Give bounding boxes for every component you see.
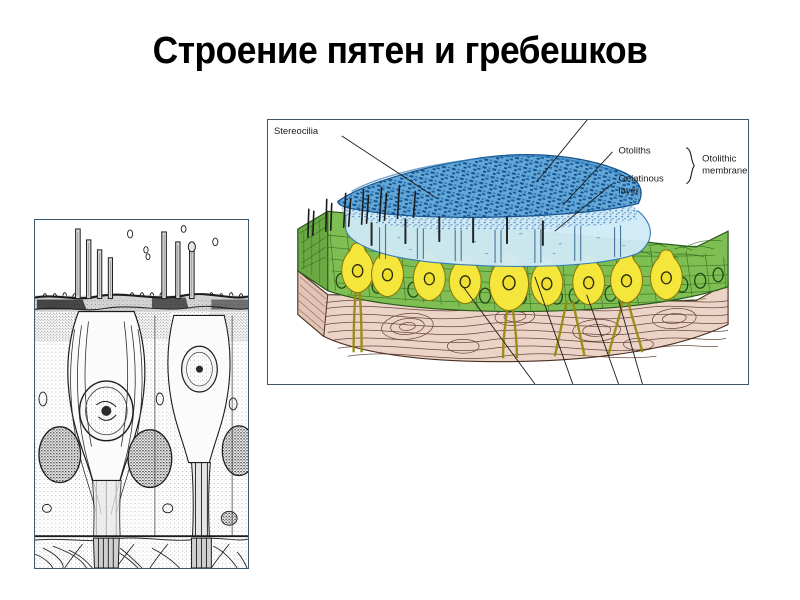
- micrograph-drawing: [35, 220, 248, 568]
- figure-hair-cell-micrograph: [34, 219, 249, 569]
- label-stereocilia: Stereocilia: [274, 126, 319, 137]
- label-otolithic-membrane-line2: membrane: [702, 166, 747, 177]
- label-otoliths: Otoliths: [619, 146, 651, 157]
- stereocilia-bundle-right: [161, 231, 196, 300]
- macula-diagram: Stereocilia Otoliths Gelatinous layer Ot…: [268, 120, 748, 384]
- page-title: Строение пятен и гребешков: [152, 30, 648, 72]
- label-gelatinous-layer-line2: layer: [619, 185, 640, 196]
- brace-icon: [685, 147, 695, 185]
- stereocilia-bundle-left: [75, 228, 113, 300]
- figure-otolithic-macula: Stereocilia Otoliths Gelatinous layer Ot…: [267, 119, 749, 385]
- label-gelatinous-layer-line1: Gelatinous: [619, 174, 664, 185]
- stereocilia: [307, 184, 417, 238]
- callout-leader-lines: [341, 120, 643, 384]
- label-otolithic-membrane-line1: Otolithic: [702, 154, 736, 165]
- otolith-layer: [337, 154, 642, 218]
